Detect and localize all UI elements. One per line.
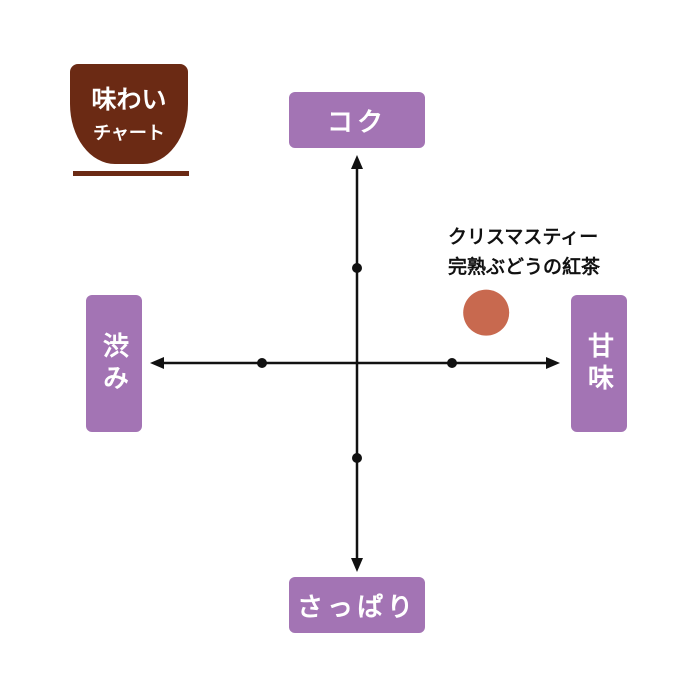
axis-label-top: コク — [289, 92, 425, 148]
bowl-icon — [70, 64, 188, 164]
arrow-down-icon — [351, 558, 363, 572]
axis-label-right: 甘味 — [571, 295, 627, 432]
arrow-right-icon — [546, 357, 560, 369]
arrow-up-icon — [351, 155, 363, 169]
arrow-left-icon — [150, 357, 164, 369]
product-point — [463, 289, 510, 336]
axis-label-bottom: さっぱり — [289, 577, 425, 633]
product-label: クリスマスティー 完熟ぶどうの紅茶 — [448, 222, 600, 282]
product-name-line1: クリスマスティー — [448, 226, 599, 248]
x-tick-dot — [257, 358, 267, 368]
logo-subtitle: チャート — [93, 123, 165, 144]
y-tick-dot — [352, 453, 362, 463]
y-tick-dot — [352, 263, 362, 273]
x-tick-dot — [447, 358, 457, 368]
chart-logo: 味わい チャート — [70, 64, 190, 179]
logo-title: 味わい — [91, 85, 167, 114]
logo-underline — [73, 171, 189, 176]
axis-label-left: 渋み — [86, 295, 142, 432]
product-name-line2: 完熟ぶどうの紅茶 — [448, 256, 601, 278]
